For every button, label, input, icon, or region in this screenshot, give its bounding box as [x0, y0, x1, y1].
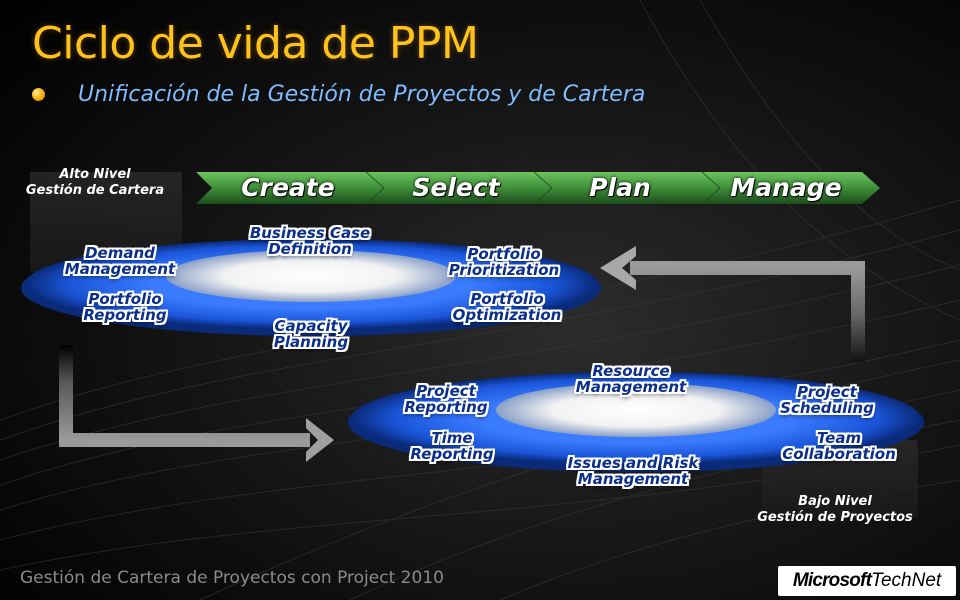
label-line: Resource: [592, 362, 670, 380]
team-collaboration-label: Team Collaboration: [782, 430, 896, 462]
label-line: Reporting: [83, 306, 167, 324]
bullet-icon: [32, 88, 45, 101]
label-line: Collaboration: [782, 445, 896, 463]
low-level-line1: Bajo Nivel: [798, 494, 872, 509]
label-line: Planning: [273, 333, 349, 351]
high-level-line2: Gestión de Cartera: [25, 183, 165, 198]
high-level-label: Alto Nivel Gestión de Cartera: [20, 167, 170, 199]
issues-risk-management-label: Issues and Risk Management: [568, 455, 699, 487]
label-line: Reporting: [410, 445, 494, 463]
portfolio-optimization-label: Portfolio Optimization: [453, 291, 562, 323]
label-line: Portfolio: [467, 245, 541, 263]
business-case-definition-label: Business Case Definition: [250, 225, 370, 257]
capacity-planning-label: Capacity Planning: [274, 318, 348, 350]
slide-subtitle: Unificación de la Gestión de Proyectos y…: [78, 82, 646, 107]
phase-select: Select: [412, 173, 500, 202]
label-line: Business Case: [249, 224, 371, 242]
label-line: Demand: [85, 244, 155, 262]
microsoft-technet-logo: MicrosoftTechNet: [778, 566, 956, 596]
label-line: Issues and Risk: [567, 454, 699, 472]
label-line: Prioritization: [448, 261, 560, 279]
phase-plan: Plan: [589, 173, 651, 202]
brand-part1: Microsoft: [792, 570, 872, 591]
label-line: Portfolio: [470, 290, 544, 308]
brand-part2: TechNet: [871, 570, 942, 591]
resource-management-label: Resource Management: [576, 363, 686, 395]
label-line: Portfolio: [88, 290, 162, 308]
label-line: Management: [64, 260, 176, 278]
label-line: Reporting: [404, 398, 488, 416]
portfolio-reporting-label: Portfolio Reporting: [83, 291, 166, 323]
label-line: Management: [575, 378, 687, 396]
label-line: Project: [416, 382, 476, 400]
portfolio-prioritization-label: Portfolio Prioritization: [449, 246, 559, 278]
label-line: Team: [816, 429, 862, 447]
demand-management-label: Demand Management: [65, 245, 175, 277]
phase-manage: Manage: [730, 173, 842, 202]
low-level-line2: Gestión de Proyectos: [757, 510, 913, 525]
label-line: Management: [577, 470, 689, 488]
high-level-line1: Alto Nivel: [59, 167, 131, 182]
label-line: Scheduling: [780, 399, 874, 417]
label-line: Optimization: [452, 306, 562, 324]
slide-title: Ciclo de vida de PPM: [32, 18, 479, 69]
project-reporting-label: Project Reporting: [404, 383, 487, 415]
time-reporting-label: Time Reporting: [410, 430, 493, 462]
label-line: Time: [431, 429, 473, 447]
phase-create: Create: [241, 173, 335, 202]
label-line: Capacity: [274, 317, 348, 335]
project-scheduling-label: Project Scheduling: [780, 384, 874, 416]
slide-footer: Gestión de Cartera de Proyectos con Proj…: [20, 568, 444, 588]
label-line: Definition: [268, 240, 352, 258]
label-line: Project: [797, 383, 857, 401]
low-level-label: Bajo Nivel Gestión de Proyectos: [750, 494, 920, 526]
